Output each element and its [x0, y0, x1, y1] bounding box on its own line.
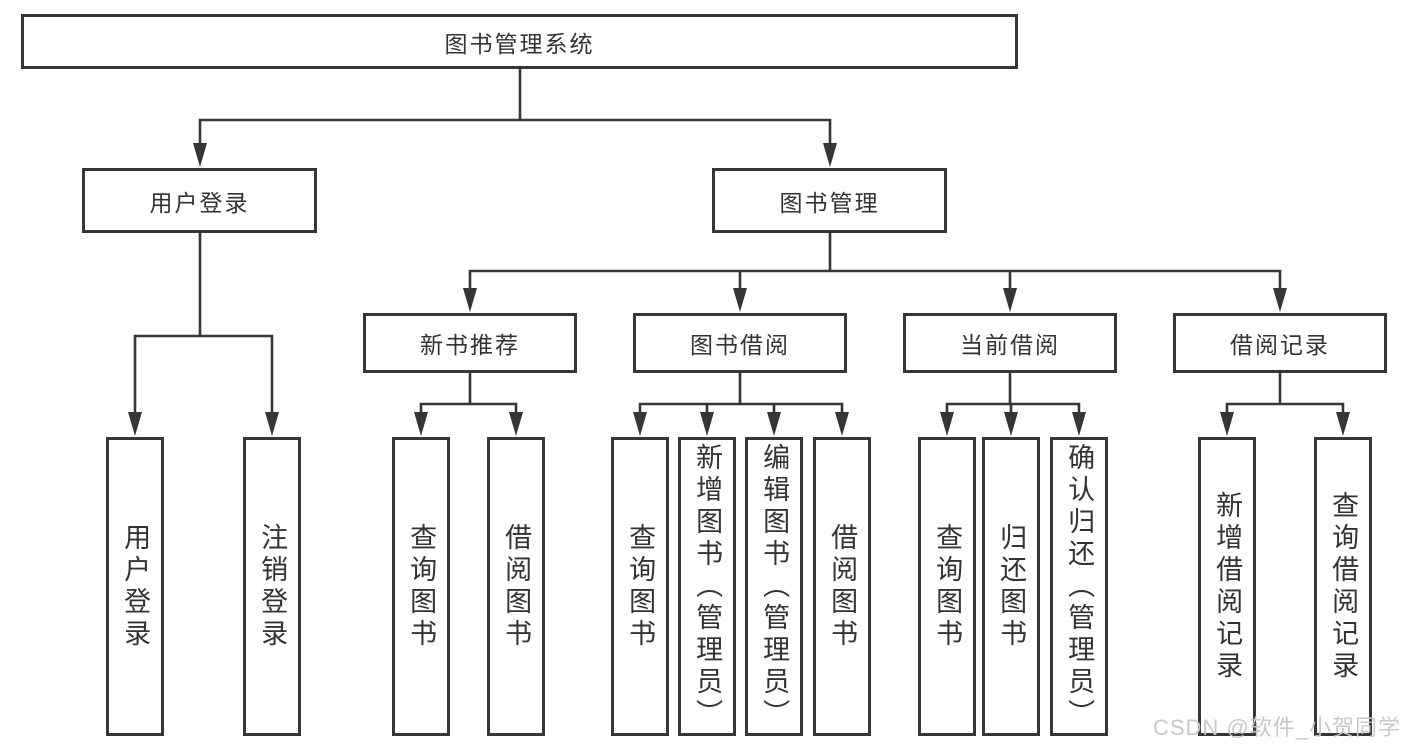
node-label: 用户登录: [120, 522, 151, 651]
arrowhead-icon: [700, 412, 714, 436]
leaf-bb-add-book-admin: 新增图书（管理员）: [678, 437, 736, 736]
arrowhead-icon: [1273, 288, 1287, 312]
arrowhead-icon: [193, 143, 207, 167]
node-label: 借阅图书: [827, 522, 858, 651]
arrowhead-icon: [1336, 412, 1350, 436]
arrowhead-icon: [1003, 288, 1017, 312]
node-borrowing-records: 借阅记录: [1173, 313, 1387, 373]
node-label: 用户登录: [149, 189, 250, 216]
arrowhead-icon: [1004, 412, 1018, 436]
csdn-watermark: CSDN @软件_小贺同学: [1152, 715, 1401, 740]
arrowhead-icon: [509, 412, 523, 436]
arrowhead-icon: [940, 412, 954, 436]
arrowhead-icon: [633, 412, 647, 436]
leaf-cb-confirm-return-admin: 确认归还（管理员）: [1050, 437, 1108, 736]
node-label: 图书借阅: [690, 332, 790, 358]
arrowhead-icon: [463, 288, 477, 312]
arrowhead-icon: [414, 412, 428, 436]
node-label: 归还图书: [996, 522, 1027, 651]
connector-lines: [133, 67, 1345, 430]
leaf-bb-query-books: 查询图书: [611, 437, 669, 736]
leaf-logout-login: 注销登录: [243, 437, 301, 736]
node-library-management-system: 图书管理系统: [21, 14, 1018, 69]
node-label: 确认归还（管理员）: [1064, 442, 1095, 731]
arrowhead-icon: [265, 412, 279, 436]
leaf-br-add-borrow-record: 新增借阅记录: [1198, 437, 1256, 736]
leaf-bb-borrow-books: 借阅图书: [813, 437, 871, 736]
node-label: 新增借阅记录: [1212, 490, 1243, 683]
leaf-cb-return-books: 归还图书: [982, 437, 1040, 736]
node-label: 借阅图书: [501, 522, 532, 651]
arrowhead-icon: [128, 412, 142, 436]
node-label: 查询借阅记录: [1328, 490, 1359, 683]
node-label: 查询图书: [406, 522, 437, 651]
node-label: 查询图书: [625, 522, 656, 651]
node-label: 注销登录: [257, 522, 288, 651]
node-book-borrowing: 图书借阅: [633, 313, 847, 373]
leaf-br-query-borrow-record: 查询借阅记录: [1314, 437, 1372, 736]
arrowhead-icon: [767, 412, 781, 436]
node-book-management: 图书管理: [712, 168, 947, 233]
node-new-book-recommend: 新书推荐: [363, 313, 577, 373]
node-current-borrowing: 当前借阅: [903, 313, 1117, 373]
arrowhead-icon: [1072, 412, 1086, 436]
arrowhead-icon: [1220, 412, 1234, 436]
node-label: 图书管理系统: [444, 30, 595, 57]
arrowhead-icon: [823, 143, 837, 167]
leaf-user-login: 用户登录: [106, 437, 164, 736]
node-user-login: 用户登录: [82, 168, 317, 233]
leaf-nb-query-books: 查询图书: [392, 437, 450, 736]
node-label: 当前借阅: [960, 332, 1060, 358]
leaf-bb-edit-book-admin: 编辑图书（管理员）: [745, 437, 803, 736]
arrowhead-icon: [835, 412, 849, 436]
node-label: 编辑图书（管理员）: [759, 442, 790, 731]
node-label: 图书管理: [779, 189, 880, 216]
node-label: 新增图书（管理员）: [692, 442, 723, 731]
leaf-nb-borrow-books: 借阅图书: [487, 437, 545, 736]
arrowhead-icon: [733, 288, 747, 312]
leaf-cb-query-books: 查询图书: [918, 437, 976, 736]
node-label: 借阅记录: [1230, 332, 1330, 358]
node-label: 新书推荐: [420, 332, 520, 358]
node-label: 查询图书: [932, 522, 963, 651]
